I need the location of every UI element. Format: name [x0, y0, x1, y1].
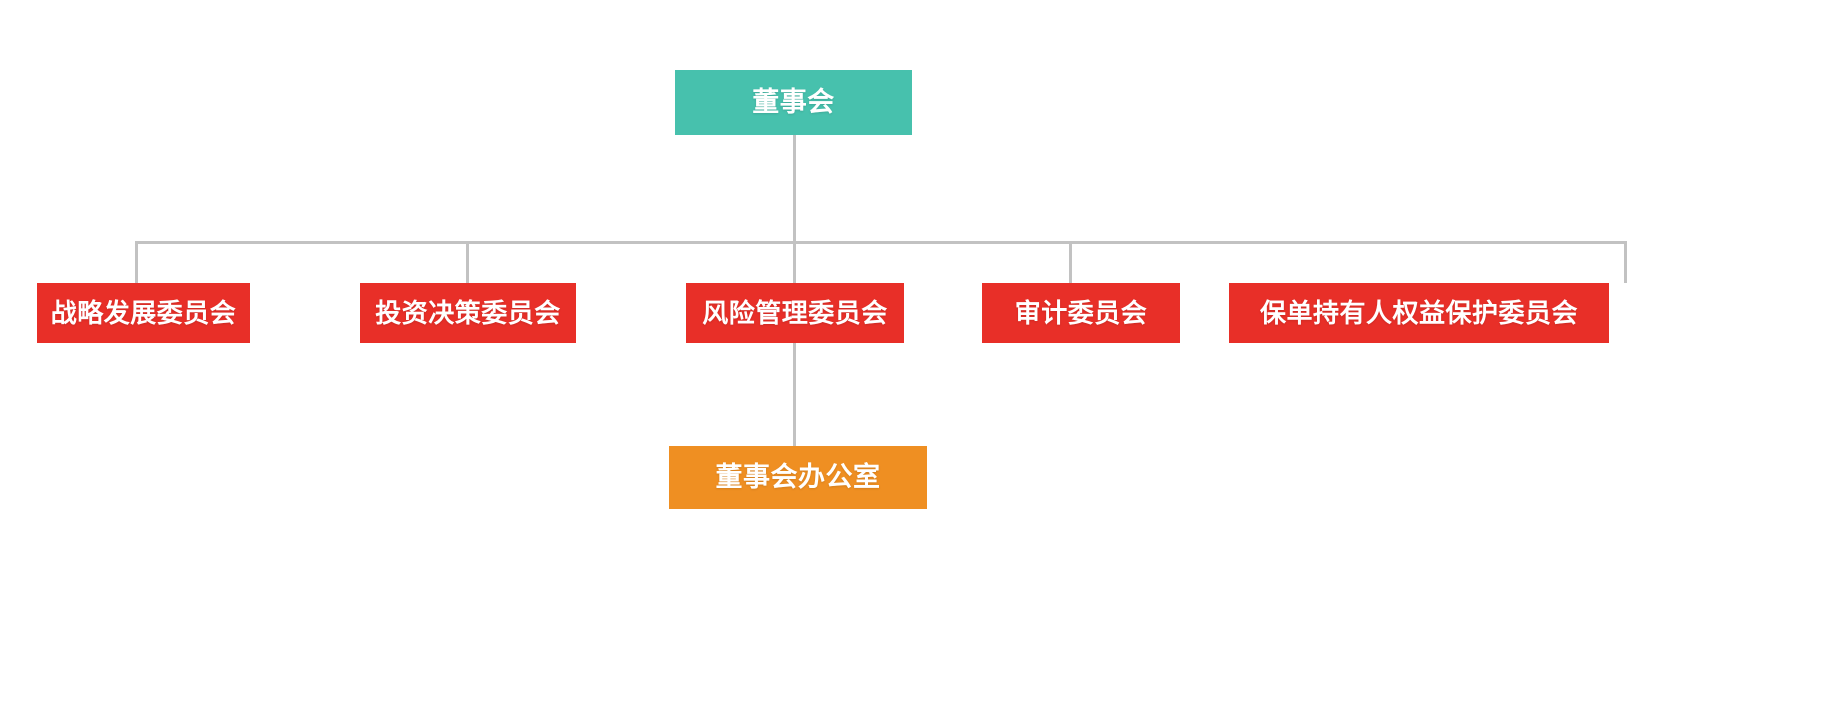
node-board-office-label: 董事会办公室 [715, 462, 881, 492]
node-risk-committee[interactable]: 风险管理委员会 [686, 283, 904, 343]
connector-risk-to-office [793, 283, 796, 446]
node-strategy-committee-label: 战略发展委员会 [50, 298, 237, 328]
connector-drop-audit [1069, 241, 1072, 283]
connector-horizontal-bus [135, 241, 1627, 244]
node-board-office[interactable]: 董事会办公室 [669, 446, 927, 509]
node-policyholder-committee[interactable]: 保单持有人权益保护委员会 [1229, 283, 1609, 343]
node-risk-committee-label: 风险管理委员会 [702, 298, 888, 328]
node-audit-committee-label: 审计委员会 [1014, 298, 1148, 328]
node-investment-committee[interactable]: 投资决策委员会 [360, 283, 576, 343]
connector-drop-risk [793, 241, 796, 283]
node-board-label: 董事会 [752, 87, 835, 117]
connector-drop-policyholder [1624, 241, 1627, 283]
node-investment-committee-label: 投资决策委员会 [375, 298, 561, 328]
node-board[interactable]: 董事会 [675, 70, 912, 135]
connector-drop-investment [466, 241, 469, 283]
connector-root-stem [793, 135, 796, 242]
node-policyholder-committee-label: 保单持有人权益保护委员会 [1259, 298, 1578, 328]
node-strategy-committee[interactable]: 战略发展委员会 [37, 283, 250, 343]
node-audit-committee[interactable]: 审计委员会 [982, 283, 1180, 343]
connector-drop-strategy [135, 241, 138, 283]
